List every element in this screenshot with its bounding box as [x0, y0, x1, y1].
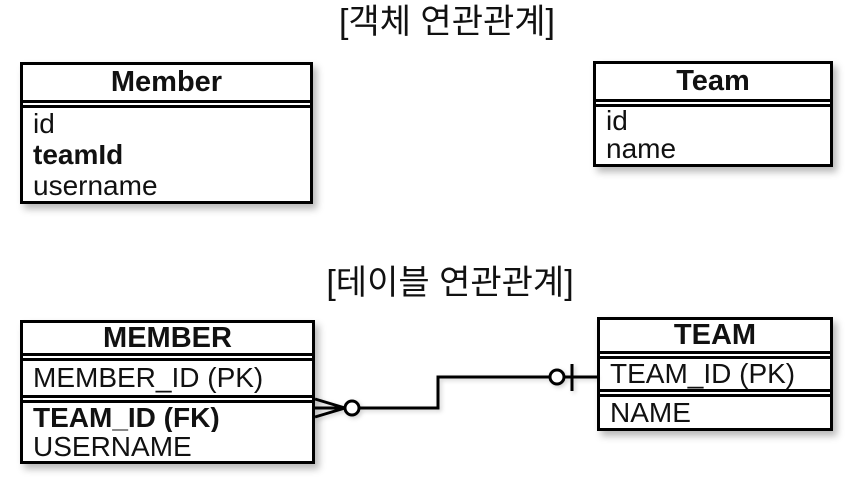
header-divider — [23, 353, 312, 361]
table-diagram-title: [테이블 연관관계] — [326, 264, 574, 302]
member-table-pk-row: MEMBER_ID (PK) — [33, 362, 264, 393]
member-class-box: Member id teamId username — [20, 62, 313, 204]
team-class-title: Team — [676, 65, 750, 97]
optional-circle-icon — [343, 399, 361, 417]
team-class-box: Team id name — [593, 61, 833, 167]
member-table-title: MEMBER — [103, 323, 232, 353]
team-table-box: TEAM TEAM_ID (PK) NAME — [597, 317, 833, 431]
team-field-name: name — [606, 135, 677, 163]
connector-line — [359, 375, 550, 410]
header-divider — [23, 100, 310, 108]
member-table-box: MEMBER MEMBER_ID (PK) TEAM_ID (FK) USERN… — [20, 320, 315, 464]
header-divider — [600, 351, 830, 359]
object-diagram-title: [객체 연관관계] — [338, 3, 556, 41]
team-field-id: id — [606, 107, 628, 135]
member-field-id: id — [33, 108, 55, 139]
member-field-username: username — [33, 170, 158, 201]
team-table-title: TEAM — [673, 320, 757, 351]
row-divider — [23, 395, 312, 403]
team-table-pk-row: TEAM_ID (PK) — [610, 359, 796, 389]
crow-foot-many-icon — [314, 397, 346, 419]
member-field-teamid: teamId — [33, 139, 124, 170]
row-divider — [600, 389, 830, 397]
team-table-name-row: NAME — [610, 397, 691, 428]
member-table-fk-row: TEAM_ID (FK) — [33, 403, 220, 432]
header-divider — [596, 99, 830, 107]
member-table-username-row: USERNAME — [33, 432, 192, 461]
optional-circle-icon — [548, 368, 566, 386]
member-class-title: Member — [110, 66, 223, 98]
